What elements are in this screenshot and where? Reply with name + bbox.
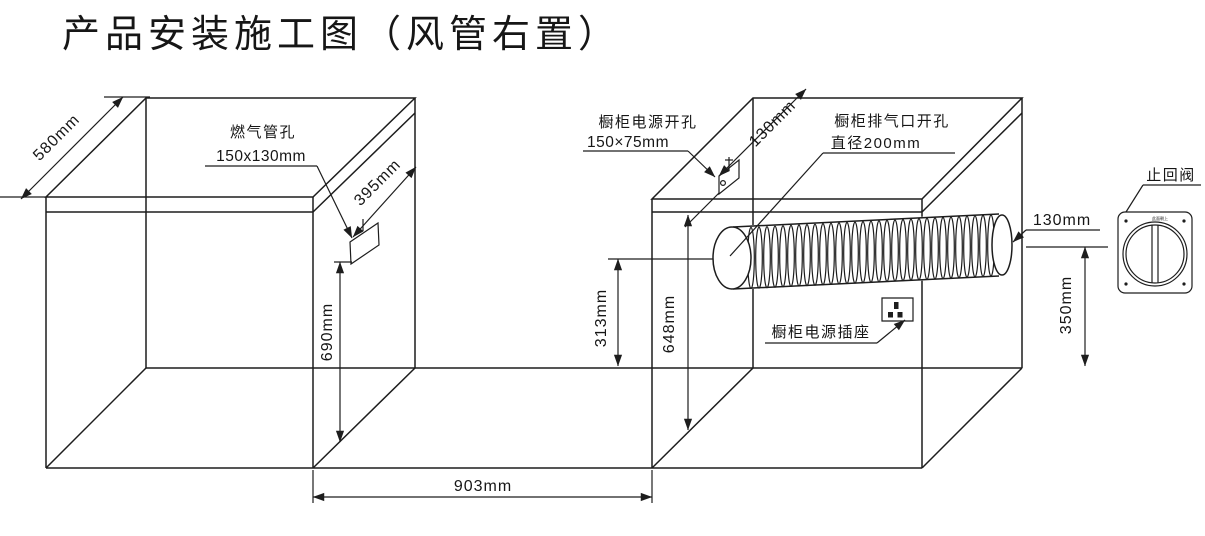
dimension-cabinet-inner-height: 648mm [661,214,693,431]
gas-hole-label-line1: 燃气管孔 [230,123,296,141]
duct-rib [796,225,803,286]
power-hole-label-line1: 橱柜电源开孔 [598,114,697,131]
socket-label: 橱柜电源插座 [765,320,905,343]
check-valve-marking: 此面朝上 [1152,215,1168,221]
duct-rib [780,226,787,287]
duct-rib [836,223,843,284]
duct-rib [932,218,939,279]
duct-right-cap [992,215,1012,275]
exhaust-duct [713,213,1012,290]
duct-rib [924,218,931,279]
gas-hole-label: 燃气管孔 150x130mm [205,123,352,238]
dim-130-top: 130mm [746,97,799,150]
duct-rib [884,220,891,281]
dim-350: 350mm [1058,276,1075,334]
exhaust-hole-label-line2: 直径200mm [831,135,922,152]
dim-903: 903mm [454,478,512,495]
duct-rib [868,221,875,282]
duct-rib [788,225,795,286]
duct-rib [940,218,947,279]
duct-rib [812,224,819,285]
duct-rib [964,216,971,277]
dimension-gas-hole-height: 690mm [319,262,352,443]
power-opening [685,157,739,227]
duct-rib [876,221,883,282]
dim-313: 313mm [593,289,610,347]
exhaust-hole-label-line1: 橱柜排气口开孔 [834,113,950,130]
duct-rib [764,227,771,288]
power-hole-label: 橱柜电源开孔 150×75mm [583,114,715,177]
check-valve-label-text: 止回阀 [1146,167,1196,184]
duct-rib [916,219,923,280]
duct-rib [844,223,851,284]
dimension-gas-hole-offset: 395mm [351,156,416,237]
duct-rib [820,224,827,285]
power-hole-label-line2: 150×75mm [587,134,669,151]
duct-rib [972,216,979,277]
dimension-cabinet-gap: 903mm [313,470,652,503]
duct-rib [772,226,779,287]
duct-rib [948,217,955,278]
duct-rib [900,220,907,281]
dim-648: 648mm [661,295,678,353]
gas-pipe-hole [350,219,379,264]
socket-label-text: 橱柜电源插座 [771,324,870,341]
duct-rib [804,225,811,286]
check-valve: 此面朝上 [1118,212,1192,293]
duct-left-cap [713,227,751,289]
dim-580: 580mm [30,111,83,164]
duct-rib [908,219,915,280]
duct-rib [892,220,899,281]
page-title: 产品安装施工图（风管右置） [62,14,621,56]
dimension-power-hole-offset: 130mm [719,89,806,176]
duct-rib [852,222,859,283]
counter-base [46,368,1022,468]
duct-rib [828,223,835,284]
dimension-duct-protrusion: 130mm [1013,212,1100,242]
dim-690: 690mm [319,303,336,361]
dim-395: 395mm [351,156,404,209]
gas-hole-label-line2: 150x130mm [216,148,306,165]
dimension-cabinet-depth: 580mm [0,97,150,199]
duct-rib [756,227,763,288]
dimension-duct-end-height: 350mm [1026,247,1108,367]
duct-rib [860,222,867,283]
exhaust-hole-label: 橱柜排气口开孔 直径200mm [730,113,955,256]
dim-130-right: 130mm [1033,212,1091,229]
check-valve-label: 止回阀 [1126,167,1201,212]
duct-rib [980,215,987,276]
power-socket [882,298,913,321]
dimension-duct-center-height: 313mm [593,259,713,367]
duct-rib [956,217,963,278]
